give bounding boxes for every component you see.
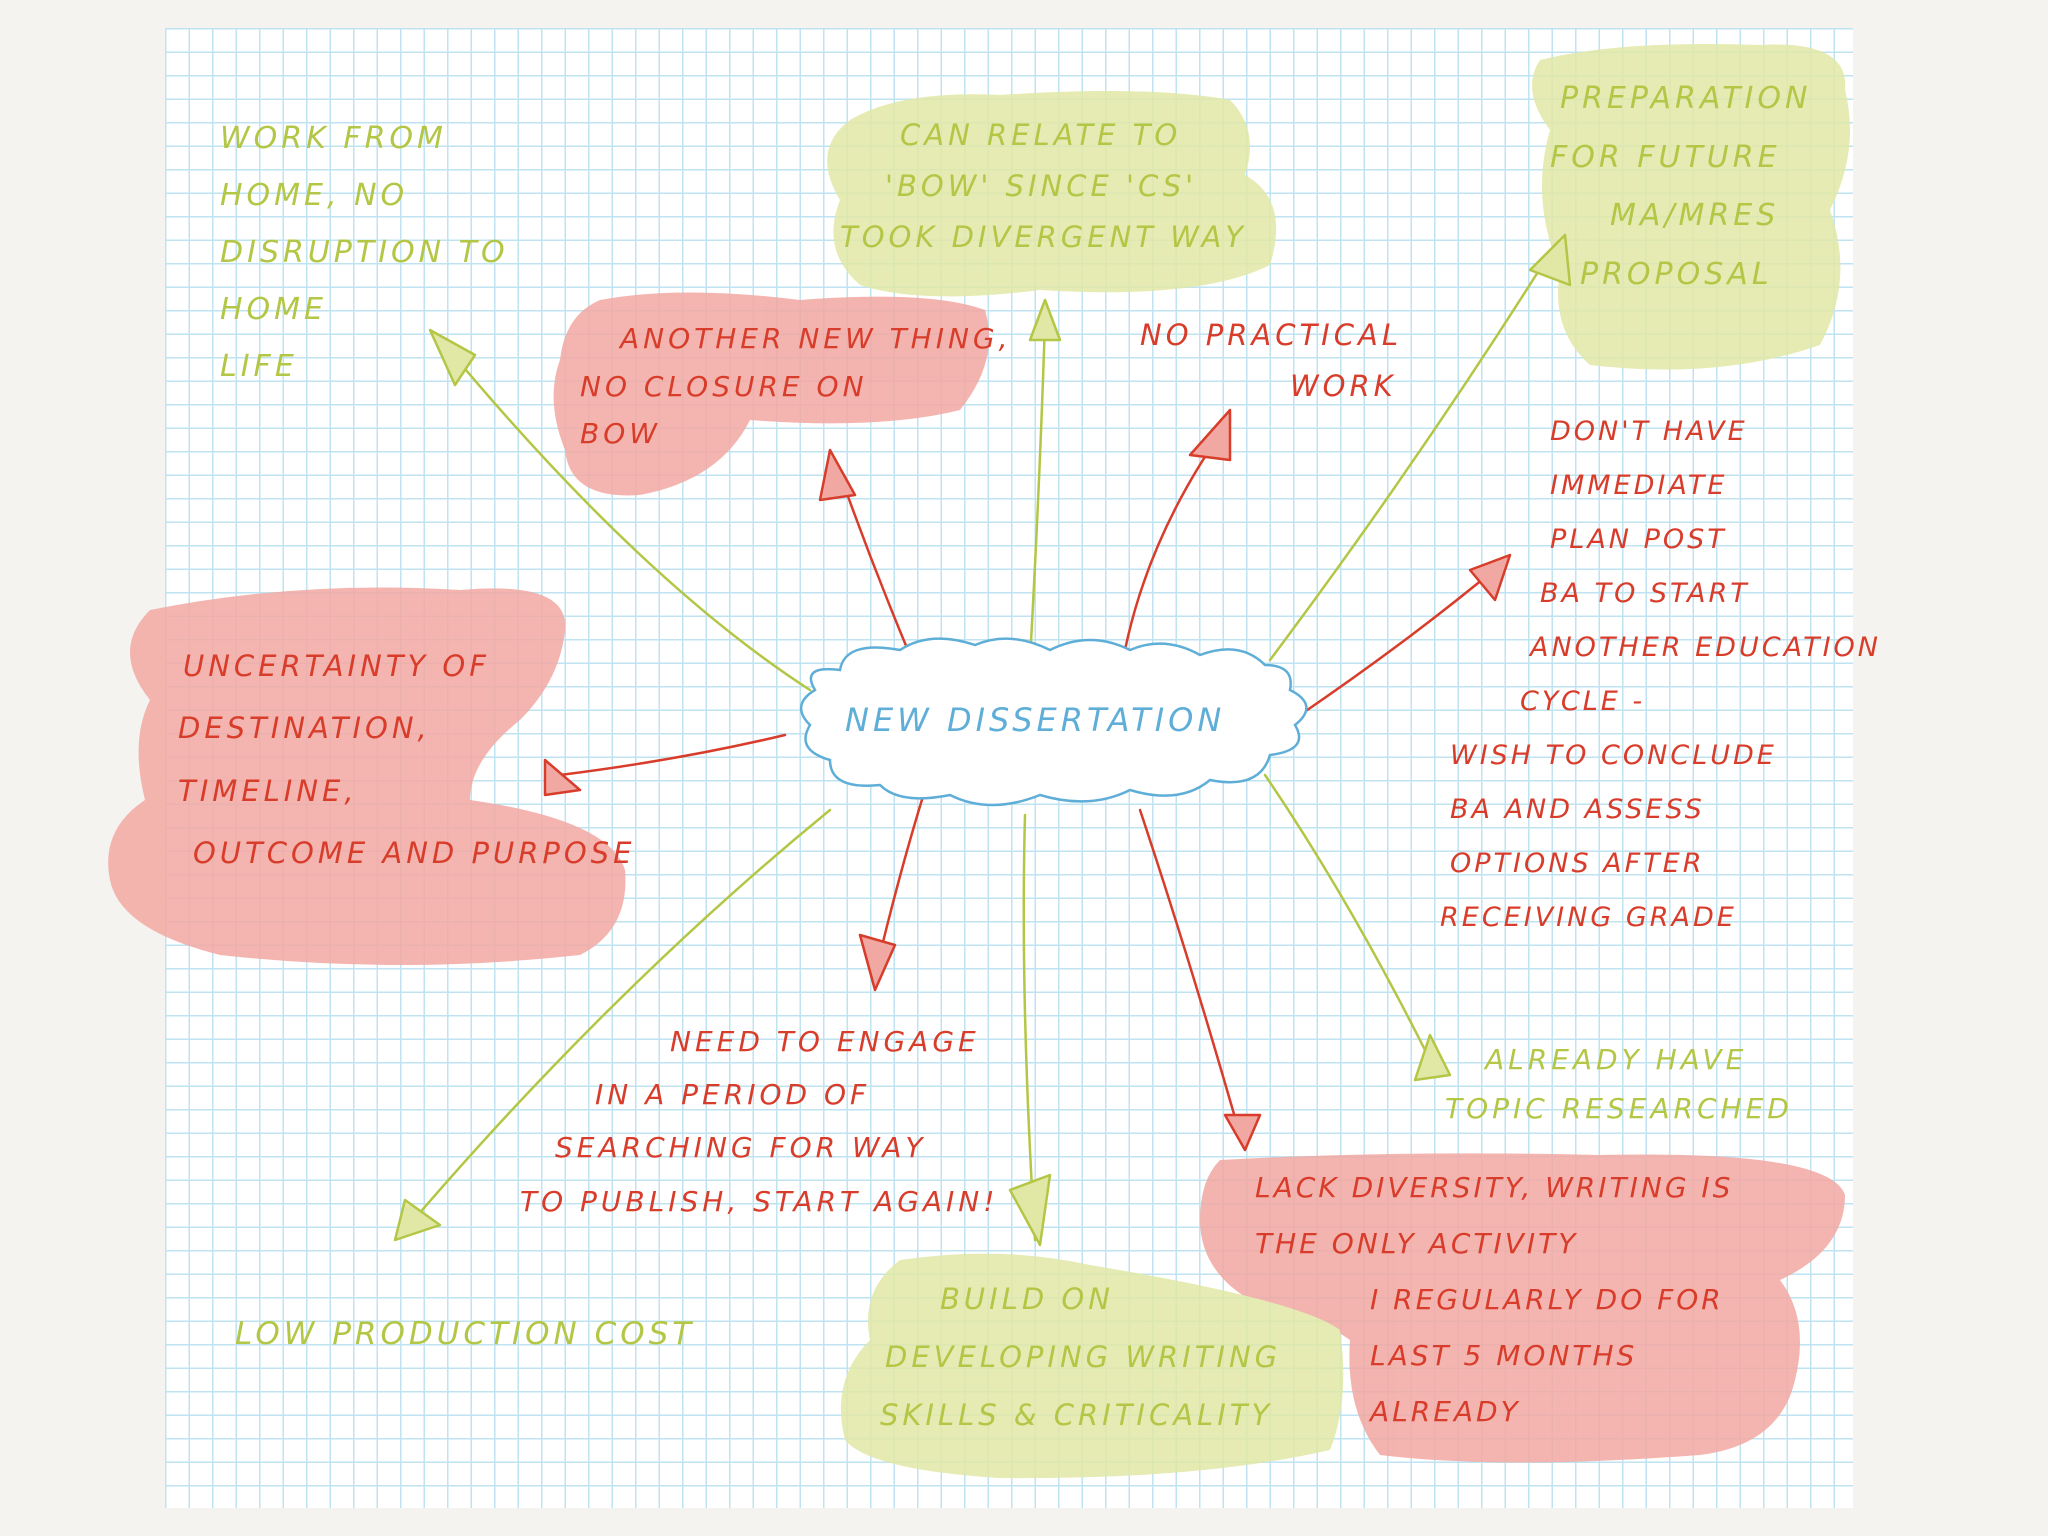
connector-lack-diversity <box>1138 808 1242 1137</box>
node-line: LIFE <box>220 349 298 384</box>
node-line: BOW <box>580 417 661 451</box>
arrowhead-can-relate <box>1028 298 1062 342</box>
node-line: I REGULARLY DO FOR <box>1370 1283 1724 1316</box>
node-line: IMMEDIATE <box>1550 470 1728 501</box>
center-node-label: NEW DISSERTATION <box>845 701 1226 739</box>
node-line: DEVELOPING WRITING <box>885 1340 1282 1374</box>
node-line: WISH TO CONCLUDE <box>1450 740 1777 771</box>
node-line: FOR FUTURE <box>1550 139 1781 175</box>
node-line: THE ONLY ACTIVITY <box>1255 1227 1579 1260</box>
node-line: PROPOSAL <box>1580 256 1773 292</box>
node-preparation: PREPARATION FOR FUTURE MA/MRES PROPOSAL <box>1550 70 1811 304</box>
node-line: WORK FROM <box>220 121 447 156</box>
node-line: LAST 5 MONTHS <box>1370 1339 1638 1372</box>
node-line: CAN RELATE TO <box>900 118 1182 152</box>
node-no-practical-work: NO PRACTICAL WORK <box>1140 310 1402 412</box>
highlight-preparation <box>1532 44 1850 370</box>
arrowhead-preparation <box>1528 233 1572 287</box>
connector-work-from-home <box>443 343 812 692</box>
highlight-blobs <box>108 44 1850 1479</box>
node-lack-diversity: LACK DIVERSITY, WRITING IS THE ONLY ACTI… <box>1255 1160 1733 1440</box>
connector-can-relate <box>1028 318 1047 662</box>
connector-low-cost <box>403 808 832 1232</box>
node-line: BA TO START <box>1540 578 1750 609</box>
arrowhead-lack-diversity <box>1223 1113 1262 1152</box>
node-line: LOW PRODUCTION COST <box>235 1316 696 1352</box>
arrowhead-dont-have-plan <box>1468 553 1512 602</box>
node-line: HOME <box>220 292 328 327</box>
center-node: NEW DISSERTATION <box>845 696 1225 746</box>
node-line: UNCERTAINTY OF <box>183 649 490 683</box>
node-line: SKILLS & CRITICALITY <box>880 1398 1274 1432</box>
node-line: OPTIONS AFTER <box>1450 848 1705 879</box>
highlight-another-new-thing <box>553 292 990 496</box>
node-line: PREPARATION <box>1560 81 1812 116</box>
connector-build-on <box>1022 813 1037 1242</box>
arrowhead-low-cost <box>393 1198 442 1242</box>
highlight-can-relate <box>827 91 1277 297</box>
node-line: ANOTHER EDUCATION <box>1530 632 1881 663</box>
node-line: MA/MRES <box>1610 198 1780 233</box>
arrowhead-already-researched <box>1413 1033 1452 1082</box>
node-line: LACK DIVERSITY, WRITING IS <box>1255 1171 1734 1204</box>
node-line: DESTINATION, <box>178 711 431 746</box>
node-dont-have-plan: DON'T HAVE IMMEDIATE PLAN POST BA TO STA… <box>1440 405 1881 945</box>
node-line: BA AND ASSESS <box>1450 794 1705 825</box>
node-line: 'BOW' SINCE 'CS' <box>885 168 1198 203</box>
node-line: TO PUBLISH, START AGAIN! <box>520 1184 999 1218</box>
highlight-uncertainty <box>108 587 626 965</box>
node-can-relate: CAN RELATE TO 'BOW' SINCE 'CS' TOOK DIVE… <box>840 110 1247 262</box>
node-line: NO PRACTICAL <box>1140 318 1402 352</box>
node-low-production-cost: LOW PRODUCTION COST <box>235 1310 695 1358</box>
node-line: DON'T HAVE <box>1550 416 1748 447</box>
highlight-build-on-writing <box>840 1253 1344 1479</box>
node-line: ALREADY HAVE <box>1485 1043 1748 1076</box>
node-line: OUTCOME AND PURPOSE <box>193 836 636 871</box>
arrowheads <box>393 233 1572 1247</box>
node-another-new-thing: ANOTHER NEW THING, NO CLOSURE ON BOW <box>580 315 1012 458</box>
arrowhead-uncertainty <box>543 758 582 797</box>
node-line: SEARCHING FOR WAY <box>555 1131 927 1165</box>
node-line: PLAN POST <box>1550 524 1727 555</box>
node-line: HOME, NO <box>220 178 409 213</box>
arrowhead-another-new-thing <box>818 448 857 502</box>
arrowhead-no-practical <box>1188 408 1232 462</box>
node-need-to-engage: NEED TO ENGAGE IN A PERIOD OF SEARCHING … <box>520 1015 998 1228</box>
node-line: ALREADY <box>1370 1395 1521 1428</box>
node-line: WORK <box>1290 368 1397 403</box>
node-line: TOOK DIVERGENT WAY <box>840 219 1248 254</box>
arrowhead-work-from-home <box>428 328 477 387</box>
connector-uncertainty <box>558 733 787 777</box>
highlight-lack-diversity <box>1200 1153 1845 1463</box>
connector-dont-have-plan <box>1298 563 1502 717</box>
node-line: TIMELINE, <box>178 773 358 808</box>
node-already-researched: ALREADY HAVE TOPIC RESEARCHED <box>1445 1035 1793 1133</box>
node-uncertainty: UNCERTAINTY OF DESTINATION, TIMELINE, OU… <box>178 635 635 884</box>
node-line: BUILD ON <box>940 1282 1114 1316</box>
arrowhead-need-to-engage <box>858 933 897 992</box>
node-line: ANOTHER NEW THING, <box>620 322 1012 355</box>
node-build-on-writing: BUILD ON DEVELOPING WRITING SKILLS & CRI… <box>880 1270 1281 1444</box>
node-work-from-home: WORK FROM HOME, NO DISRUPTION TO HOME LI… <box>220 110 509 395</box>
connector-already-researched <box>1263 773 1432 1062</box>
node-line: NEED TO ENGAGE <box>670 1025 980 1058</box>
node-line: RECEIVING GRADE <box>1440 902 1737 933</box>
node-line: DISRUPTION TO <box>220 235 509 270</box>
node-line: IN A PERIOD OF <box>595 1078 871 1112</box>
center-cloud <box>800 637 1308 807</box>
arrowhead-build-on <box>1008 1173 1052 1247</box>
node-line: TOPIC RESEARCHED <box>1445 1092 1793 1125</box>
node-line: NO CLOSURE ON <box>580 369 868 403</box>
node-line: CYCLE - <box>1520 686 1646 717</box>
connector-preparation <box>1268 243 1557 662</box>
